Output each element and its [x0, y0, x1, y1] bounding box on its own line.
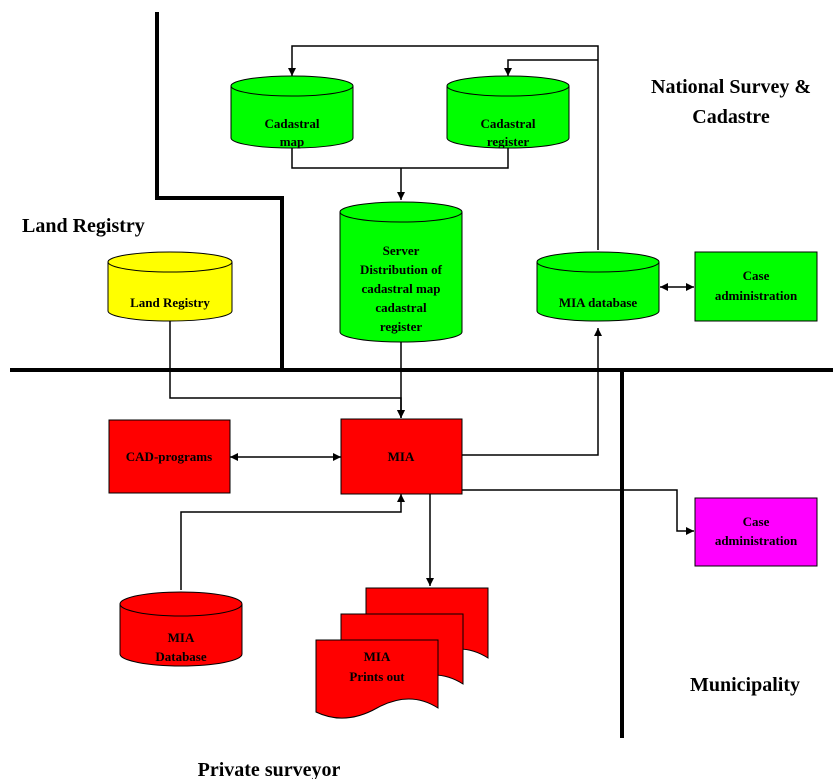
cad-programs-box[interactable]: CAD-programs — [108, 419, 231, 494]
cadastral-map-label-1: Cadastral — [265, 116, 320, 131]
connector-bottom-db-to-mia — [180, 494, 405, 590]
server-label-1: Server — [383, 243, 420, 258]
mia-database-bottom-label-2: Database — [155, 649, 207, 664]
private-surveyor-region-label: Private surveyor — [198, 759, 341, 779]
land-registry-region-label: Land Registry — [22, 215, 145, 237]
mia-box[interactable]: MIA — [340, 418, 463, 495]
case-admin-magenta-box[interactable]: Case administration — [694, 497, 818, 567]
server-label-2: Distribution of — [360, 262, 443, 277]
mia-prints-stack[interactable]: MIA Prints out — [315, 587, 489, 719]
connectors — [169, 45, 694, 590]
cadastral-register-label-1: Cadastral — [481, 116, 536, 131]
municipality-region-label: Municipality — [690, 674, 800, 696]
print-sheet-front — [315, 639, 439, 719]
national-survey-label-2: Cadastre — [692, 106, 770, 128]
case-admin-green-box[interactable]: Case administration — [694, 251, 818, 322]
connector-land-registry-to-mia — [169, 320, 405, 418]
connector-to-cadastral-register — [504, 59, 598, 76]
mia-label: MIA — [388, 449, 415, 464]
region-boundaries — [10, 12, 833, 738]
prints-label-1: MIA — [364, 649, 391, 664]
land-registry-db-label: Land Registry — [130, 295, 210, 310]
case-admin-magenta-label-2: administration — [715, 533, 798, 548]
server-label-4: cadastral — [375, 300, 427, 315]
server-label-5: register — [380, 319, 423, 334]
mia-database-top-label: MIA database — [559, 295, 638, 310]
cadastral-register-label-2: register — [487, 134, 530, 149]
land-registry-boundary — [155, 12, 284, 370]
cad-programs-label: CAD-programs — [126, 449, 212, 464]
cadastral-map-db[interactable]: Cadastral map — [230, 75, 354, 149]
land-registry-db[interactable]: Land Registry — [107, 251, 233, 322]
connector-cadastral-merge — [291, 148, 509, 169]
mia-database-top[interactable]: MIA database — [536, 251, 660, 322]
case-admin-green-label-2: administration — [715, 288, 798, 303]
prints-label-2: Prints out — [349, 669, 405, 684]
server-distribution-db[interactable]: Server Distribution of cadastral map cad… — [339, 201, 463, 343]
case-admin-green-label-1: Case — [743, 268, 770, 283]
national-survey-label-1: National Survey & — [651, 76, 811, 98]
connector-mia-db-to-cadastral-map — [288, 45, 599, 250]
cadastral-register-db[interactable]: Cadastral register — [446, 75, 570, 149]
server-label-3: cadastral map — [361, 281, 440, 296]
mia-database-bottom[interactable]: MIA Database — [119, 591, 243, 667]
case-admin-magenta-label-1: Case — [743, 514, 770, 529]
connector-mia-to-mia-db — [462, 328, 602, 456]
mia-database-bottom-label-1: MIA — [168, 630, 195, 645]
connector-mia-to-municipal-case-admin — [462, 489, 694, 535]
cadastral-map-label-2: map — [280, 134, 305, 149]
